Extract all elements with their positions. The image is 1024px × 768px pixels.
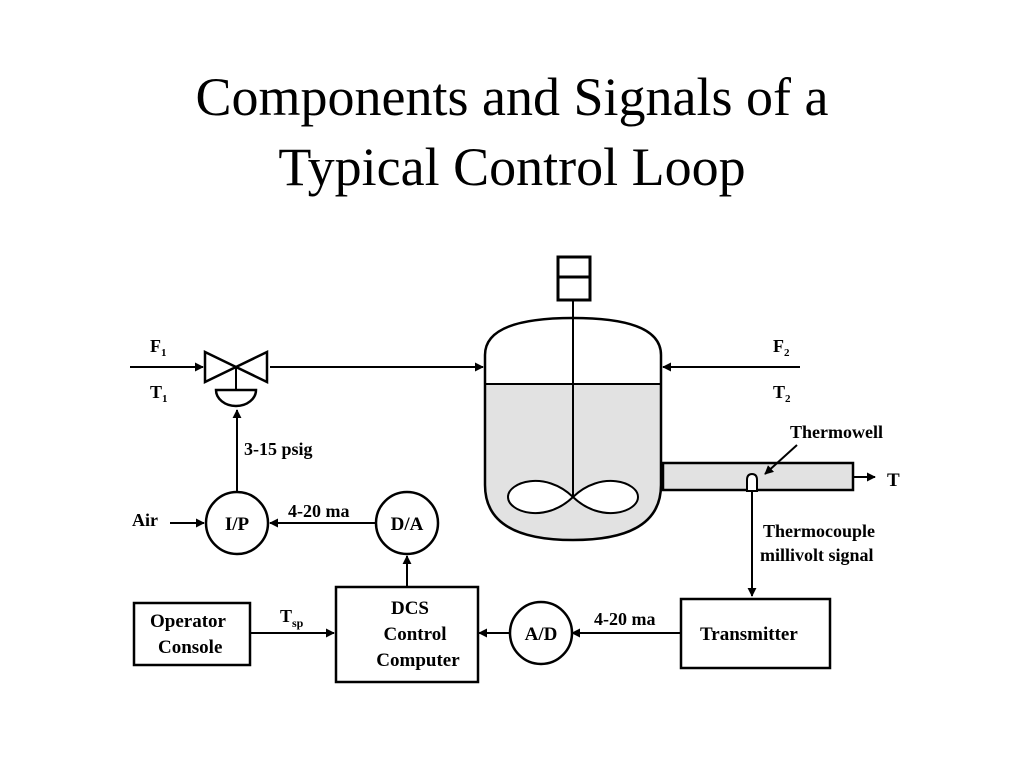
da-label: D/A [391, 514, 424, 535]
inlet-flow-label: F1 [150, 336, 167, 359]
outlet-temp-label: T [887, 470, 900, 491]
setpoint-label: Tsp [280, 606, 304, 630]
air-label: Air [132, 510, 158, 530]
pressure-signal-label: 3-15 psig [244, 439, 313, 459]
slide-title-line-2: Typical Control Loop [278, 137, 746, 197]
current-signal-top-label: 4-20 ma [288, 501, 350, 521]
dcs-computer-box [334, 585, 480, 684]
slide-title-line-1: Components and Signals of a [195, 67, 829, 127]
thermowell-pointer [764, 444, 798, 475]
second-temp-label: T2 [773, 382, 791, 405]
thermowell-label: Thermowell [790, 422, 883, 442]
second-flow-label: F2 [773, 336, 790, 359]
inlet-temp-label: T1 [150, 382, 168, 405]
agitator-impeller [506, 300, 640, 514]
transmitter-box [679, 597, 832, 670]
control-valve [203, 350, 269, 408]
current-signal-bottom-label: 4-20 ma [594, 609, 656, 629]
ip-label: I/P [225, 514, 250, 535]
thermowell [746, 472, 758, 492]
slide-title: Components and Signals of a Typical Cont… [0, 62, 1024, 202]
ad-label: A/D [525, 624, 558, 645]
agitator-motor [556, 255, 592, 302]
transmitter-label: Transmitter [700, 624, 798, 645]
outlet-pipe [661, 461, 876, 492]
